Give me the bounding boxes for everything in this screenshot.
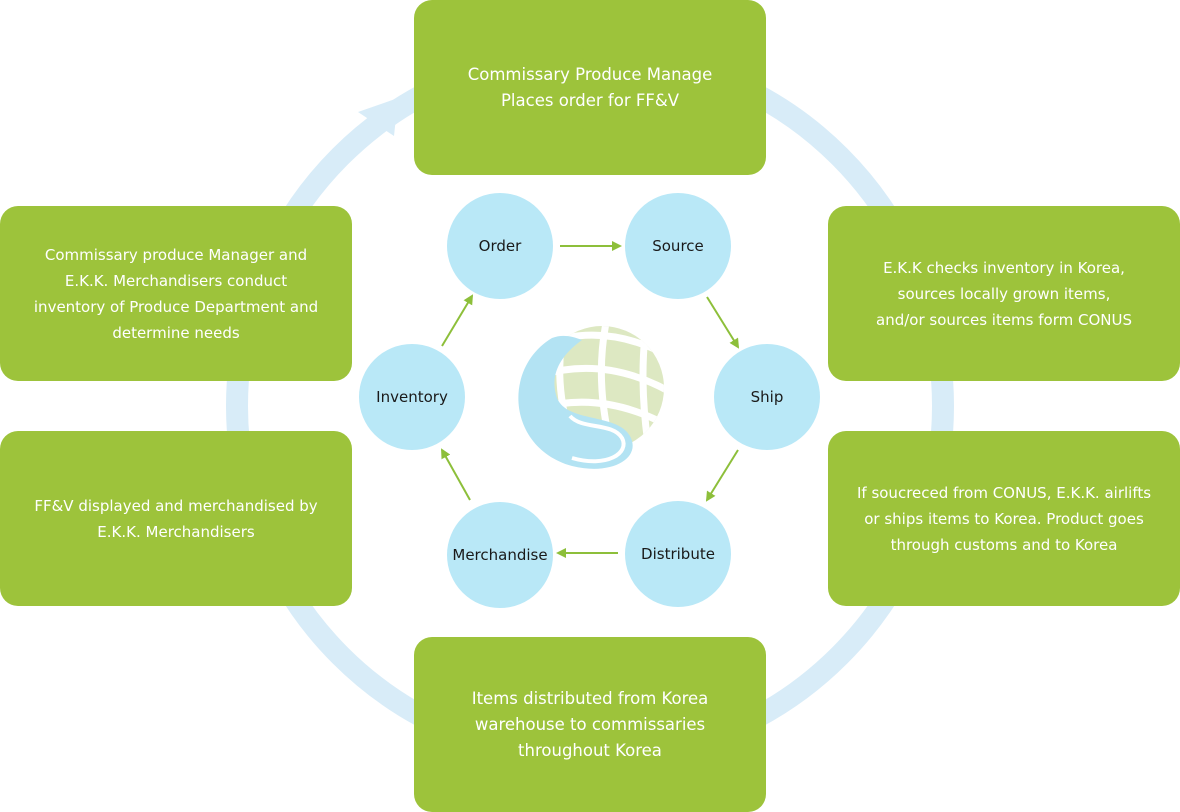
step-text-source-items: E.K.K checks inventory in Korea, sources… (876, 258, 1132, 329)
globe-swoosh-logo-icon (518, 326, 664, 469)
cycle-node-source-label: Source (652, 237, 704, 255)
step-box-ship-items: If soucreced from CONUS, E.K.K. airlifts… (828, 431, 1180, 606)
cycle-node-ship: Ship (714, 344, 820, 450)
cycle-node-ship-label: Ship (750, 388, 784, 406)
step-text-distribute-items: Items distributed from Korea warehouse t… (471, 688, 709, 760)
cycle-node-distribute: Distribute (625, 501, 731, 607)
cycle-node-distribute-label: Distribute (641, 545, 715, 563)
cycle-node-order: Order (447, 193, 553, 299)
step-text-ship-items: If soucreced from CONUS, E.K.K. airlifts… (856, 483, 1152, 554)
cycle-node-merchandise: Merchandise (447, 502, 553, 608)
step-text-place-order: Commissary Produce Manage Places order f… (467, 64, 713, 110)
step-box-place-order: Commissary Produce Manage Places order f… (414, 0, 766, 175)
cycle-node-inventory: Inventory (359, 344, 465, 450)
cycle-node-source: Source (625, 193, 731, 299)
step-box-distribute-items: Items distributed from Korea warehouse t… (414, 637, 766, 812)
cycle-node-inventory-label: Inventory (376, 388, 448, 406)
step-box-merchandise: FF&V displayed and merchandised by E.K.K… (0, 431, 352, 606)
ring-arrowhead (358, 98, 398, 136)
step-text-inventory: Commissary produce Manager and E.K.K. Me… (33, 245, 319, 342)
step-text-merchandise: FF&V displayed and merchandised by E.K.K… (34, 496, 318, 541)
step-box-inventory: Commissary produce Manager and E.K.K. Me… (0, 206, 352, 381)
step-box-source-items: E.K.K checks inventory in Korea, sources… (828, 206, 1180, 381)
cycle-node-merchandise-label: Merchandise (452, 546, 548, 564)
cycle-node-order-label: Order (478, 237, 522, 255)
